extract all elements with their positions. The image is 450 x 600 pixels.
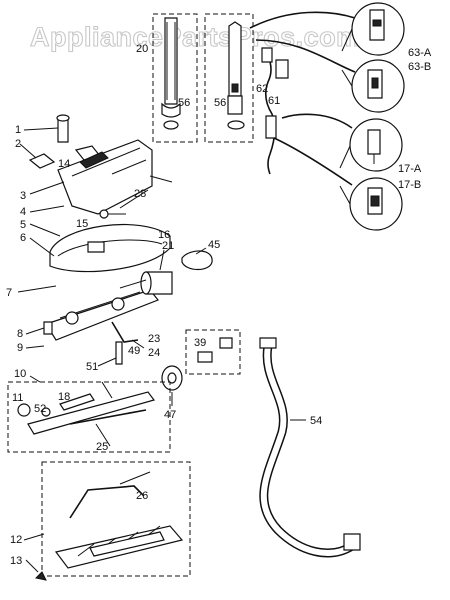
callout-26: 26 (136, 490, 148, 502)
bumper-ring (49, 223, 171, 273)
screw-13 (34, 571, 47, 581)
box-39 (185, 329, 241, 375)
callout-56-right: 56 (214, 97, 226, 109)
leader-lines (17, 28, 353, 573)
callout-18: 18 (58, 391, 70, 403)
callout-14: 14 (58, 158, 70, 170)
callout-23: 23 (148, 333, 160, 345)
wheel-47 (161, 365, 183, 391)
base-plate (43, 289, 159, 341)
callout-3: 3 (20, 190, 26, 202)
callout-17a: 17-A (398, 163, 422, 175)
callout-56-left: 56 (178, 97, 190, 109)
drive-belt (181, 250, 213, 271)
callout-2: 2 (15, 138, 21, 150)
detail-circle-17b (349, 177, 403, 231)
wheel-axle (99, 209, 126, 219)
hose-54 (259, 337, 361, 558)
callout-47: 47 (164, 409, 176, 421)
callout-4: 4 (20, 206, 26, 218)
callout-25: 25 (96, 441, 108, 453)
hook-lever (111, 321, 139, 365)
wand-box-left (152, 13, 198, 143)
callout-39: 39 (194, 337, 206, 349)
detail-circle-63a (351, 2, 405, 56)
bottom-plate-box (41, 461, 191, 577)
callout-16: 16 (158, 229, 170, 241)
callout-20: 20 (136, 43, 148, 55)
callout-17b: 17-B (398, 179, 421, 191)
detail-circle-63b (351, 59, 405, 113)
top-cover (57, 139, 153, 215)
callout-9: 9 (17, 342, 23, 354)
callout-63b: 63-B (408, 61, 431, 73)
callout-labels: 1 2 3 4 5 6 7 8 9 10 11 12 13 14 15 16 1… (6, 43, 432, 567)
callout-8: 8 (17, 328, 23, 340)
callout-13: 13 (10, 555, 22, 567)
wand-box-right (204, 13, 254, 143)
detail-circle-17a (349, 118, 403, 172)
motor-assembly (119, 271, 173, 295)
callout-10: 10 (14, 368, 26, 380)
wire-harness (249, 11, 356, 186)
callout-12: 12 (10, 534, 22, 546)
callout-11: 11 (12, 392, 23, 404)
callout-49: 49 (128, 345, 140, 357)
callout-7: 7 (6, 287, 12, 299)
callout-62: 62 (256, 83, 268, 95)
handle-post (56, 114, 70, 143)
callout-51: 51 (86, 361, 98, 373)
callout-45: 45 (208, 239, 220, 251)
callout-6: 6 (20, 232, 26, 244)
watermark-text: AppliancePartsPros.com (30, 22, 361, 52)
callout-63a: 63-A (408, 47, 432, 59)
callout-21: 21 (162, 240, 174, 252)
callout-24: 24 (148, 347, 160, 359)
callout-54: 54 (310, 415, 322, 427)
brush-roll-box (7, 381, 171, 453)
callout-28: 28 (134, 188, 146, 200)
callout-1: 1 (15, 124, 21, 136)
callout-15: 15 (76, 218, 88, 230)
callout-52: 52 (34, 403, 46, 415)
callout-61: 61 (268, 95, 280, 107)
callout-5: 5 (20, 219, 26, 231)
